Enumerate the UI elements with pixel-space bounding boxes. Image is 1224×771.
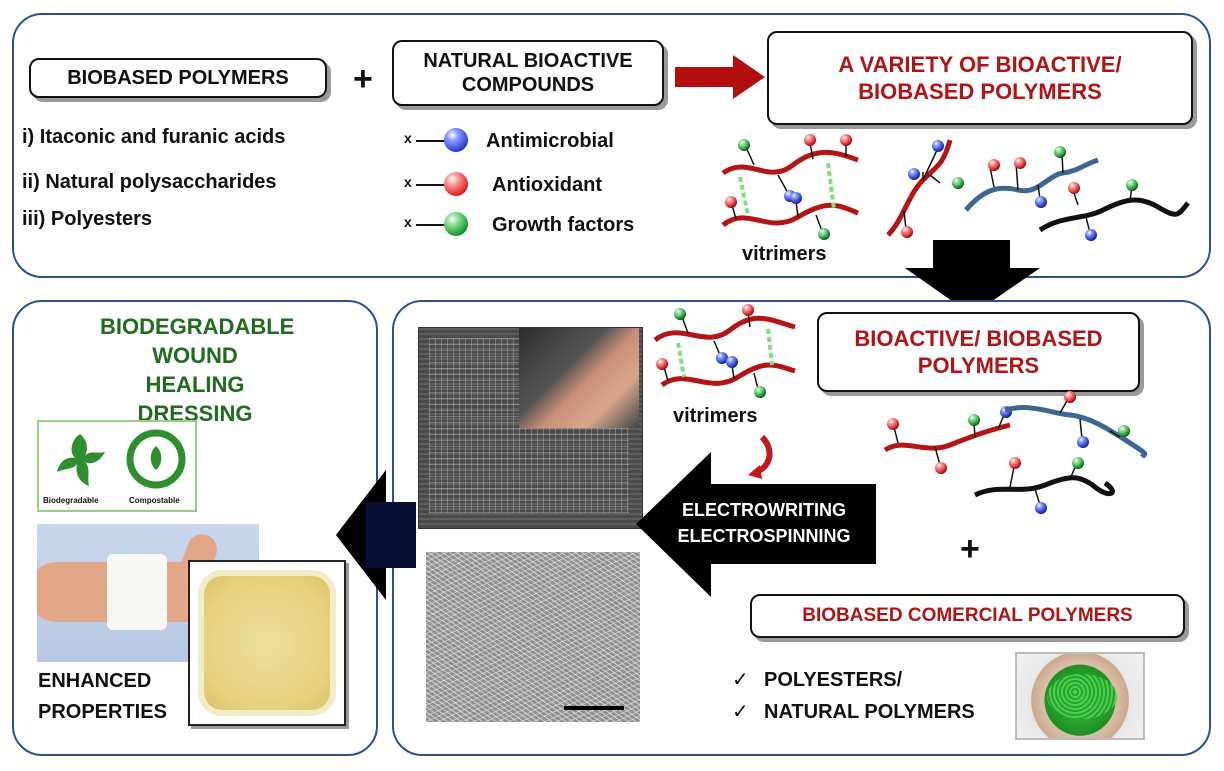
natural-bioactive-box: NATURAL BIOACTIVE COMPOUNDS [392,40,664,106]
check-icon: ✓ [732,701,749,723]
growth-factor-bead-icon [444,212,468,236]
scale-bar [564,706,624,710]
sem-fibers-photo [426,552,640,722]
middle-polymer-chains [883,391,1148,514]
green-pellets-photo [1015,652,1145,740]
biobased-polymers-box: BIOBASED POLYMERS [29,58,327,98]
sem-overlay [426,552,640,722]
check-item-label: POLYESTERS/ [764,669,903,691]
linker-line [416,224,446,226]
check-list: ✓ POLYESTERS/ ✓ NATURAL POLYMERS [732,667,975,731]
compound-label: Growth factors [492,214,635,236]
plus-sign-top: + [353,60,373,98]
dressing-pad-photo [188,560,346,726]
down-arrow [905,240,1040,315]
middle-vitrimer-illustration [653,304,796,398]
curved-red-arrow [748,434,773,479]
vitrimers-label-middle: vitrimers [673,405,758,427]
bioactive-title: BIOACTIVE/ BIOBASED POLYMERS [854,325,1103,379]
list-item: ii) Natural polysaccharides [22,171,277,193]
enhanced-properties: ENHANCED PROPERTIES [38,670,167,723]
compound-label: Antimicrobial [486,130,614,152]
commercial-title: BIOBASED COMERCIAL POLYMERS [802,605,1133,626]
antimicrobial-bead-icon [444,128,468,152]
compostable-icon [126,429,186,489]
electrospinning-label: ELECTROSPINNING [677,526,851,547]
electrowriting-label: ELECTROWRITING [682,500,846,520]
compostable-label: Compostable [129,496,180,505]
plus-sign-middle: + [960,530,980,568]
check-item: ✓ NATURAL POLYMERS [732,699,975,731]
linker-line [416,184,446,186]
process-label: ELECTROWRITING ELECTROSPINNING [666,497,862,549]
top-polymer-illustration [721,134,1190,241]
pellet-texture [1047,674,1117,719]
list-item: i) Itaconic and furanic acids [22,126,286,148]
vitrimers-label-top: vitrimers [742,243,827,265]
scaffold-photo [418,327,643,529]
eco-logos: Biodegradable Compostable [37,420,197,512]
antioxidant-bead-icon [444,172,468,196]
natural-bioactive-title: NATURAL BIOACTIVE COMPOUNDS [423,50,633,96]
variety-box: A VARIETY OF BIOACTIVE/ BIOBASED POLYMER… [767,31,1193,125]
bioactive-box: BIOACTIVE/ BIOBASED POLYMERS [817,312,1140,392]
attachment-marker: x [404,174,412,190]
biobased-polymers-title: BIOBASED POLYMERS [67,67,289,89]
compound-row: x Antioxidant [404,168,704,198]
check-item: ✓ POLYESTERS/ [732,667,975,699]
compound-row: x Antimicrobial [404,124,704,154]
hand-inset-photo [519,328,639,428]
linker-line [416,140,446,142]
variety-title: A VARIETY OF BIOACTIVE/ BIOBASED POLYMER… [838,51,1122,105]
polymer-list: i) Itaconic and furanic acids ii) Natura… [22,126,285,249]
attachment-marker: x [404,214,412,230]
process-arrow [636,452,876,597]
left-arrow-overlay [336,470,416,600]
bandage-wrap [107,554,167,630]
dressing-title: BIODEGRADABLE WOUND HEALING DRESSING [100,314,295,427]
dressing-pad [204,576,330,710]
check-icon: ✓ [732,669,749,691]
red-arrow [675,55,765,99]
check-item-label: NATURAL POLYMERS [764,701,975,723]
biodegradable-icon [57,434,105,486]
list-item: iii) Polyesters [22,208,153,230]
compound-label: Antioxidant [492,174,602,196]
biodegradable-label: Biodegradable [43,496,99,505]
attachment-marker: x [404,130,412,146]
compound-legend: x Antimicrobial x Antioxidant x Growth f… [404,118,704,248]
commercial-box: BIOBASED COMERCIAL POLYMERS [750,594,1185,638]
compound-row: x Growth factors [404,208,704,238]
